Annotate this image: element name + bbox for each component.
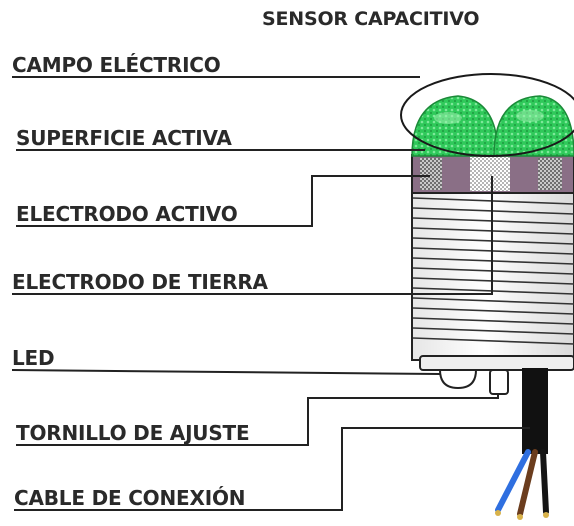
electrode-block-center xyxy=(470,157,510,191)
wire-blue xyxy=(495,449,531,513)
electric-field-ellipse xyxy=(400,73,574,157)
label-electrodo-tierra: ELECTRODO DE TIERRA xyxy=(12,270,268,294)
electrode-block-left xyxy=(420,158,442,190)
diagram-title: SENSOR CAPACITIVO xyxy=(262,8,480,30)
label-cable-conexion: CABLE DE CONEXIÓN xyxy=(14,486,246,510)
sensor-collar xyxy=(419,355,574,371)
wire-brown xyxy=(517,449,538,517)
label-superficie-activa: SUPERFICIE ACTIVA xyxy=(16,126,232,150)
label-electrodo-activo: ELECTRODO ACTIVO xyxy=(16,202,238,226)
leader-electrodo-tierra xyxy=(12,176,493,295)
leader-tornillo-ajuste xyxy=(16,394,499,446)
connection-cable xyxy=(495,368,549,520)
electrode-band xyxy=(411,154,574,194)
leader-led xyxy=(11,369,441,375)
leader-lines xyxy=(11,76,530,511)
adjustment-screw xyxy=(489,369,509,395)
label-led: LED xyxy=(12,346,55,370)
thread-lines xyxy=(412,197,574,345)
electrode-block-right xyxy=(538,158,562,190)
active-surface-domes xyxy=(411,95,574,157)
leader-cable-conexion xyxy=(14,427,530,511)
wire-black xyxy=(540,449,549,515)
label-tornillo-ajuste: TORNILLO DE AJUSTE xyxy=(16,421,250,445)
label-campo-electrico: CAMPO ELÉCTRICO xyxy=(12,53,221,77)
leader-electrodo-activo xyxy=(16,175,430,227)
led-indicator xyxy=(438,369,478,390)
